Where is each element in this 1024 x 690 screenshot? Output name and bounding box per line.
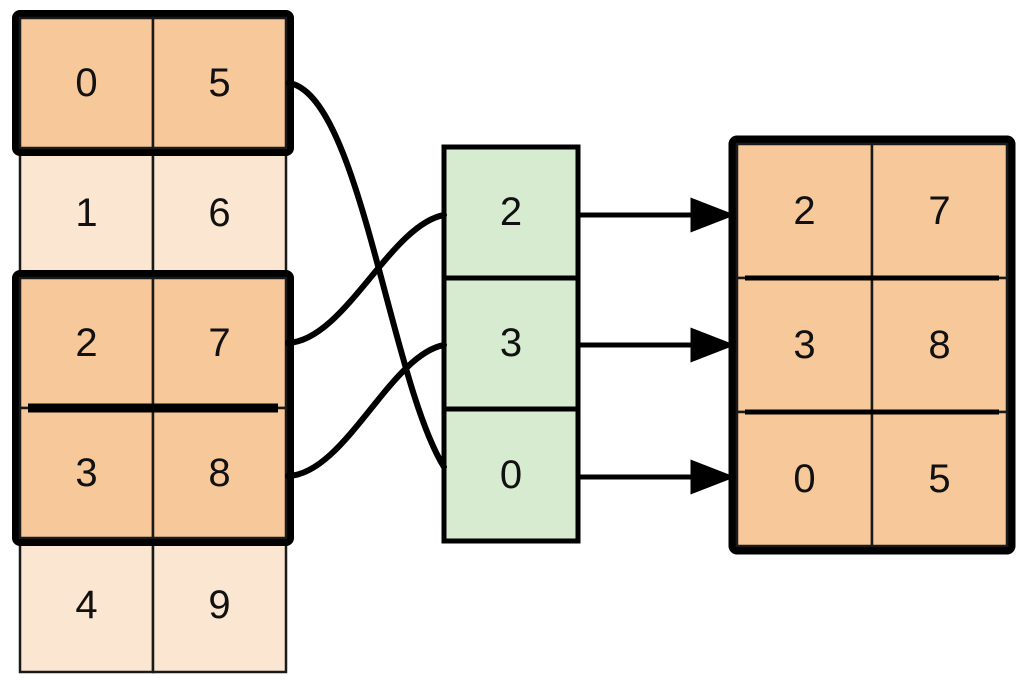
source-row-0[interactable] [12,10,294,156]
result-cell-0-1[interactable] [870,142,1009,280]
result-cell-1-1[interactable] [870,276,1009,414]
source-cell-3-1[interactable] [151,406,288,540]
result-table [728,135,1016,555]
result-cell-2-1[interactable] [870,410,1009,548]
source-row-2[interactable] [18,276,288,410]
result-row-1[interactable] [735,276,1009,414]
result-cell-0-0[interactable] [735,142,874,280]
source-row-4[interactable] [18,536,288,674]
connector-curves [285,80,447,479]
source-cell-2-0[interactable] [18,276,155,410]
source-cell-0-0[interactable] [18,16,155,150]
source-cell-4-0[interactable] [18,536,155,674]
source-rows-2-3-block [12,270,294,546]
result-row-0[interactable] [735,142,1009,280]
source-cell-4-1[interactable] [151,536,288,674]
source-row-1[interactable] [18,146,288,280]
index-cell-2[interactable] [441,406,581,544]
source-cell-2-1[interactable] [151,276,288,410]
source-cell-3-0[interactable] [18,406,155,540]
result-cell-1-0[interactable] [735,276,874,414]
index-cell-0[interactable] [441,144,581,281]
index-cell-1[interactable] [441,275,581,412]
result-cell-2-0[interactable] [735,410,874,548]
source-row-3[interactable] [18,406,288,540]
source-table [12,10,294,674]
result-row-2[interactable] [735,410,1009,548]
index-column [441,144,581,544]
result-arrows [580,197,736,495]
connector-row3-to-index3 [285,342,447,479]
connector-row0-to-index0 [286,80,447,470]
source-cell-1-1[interactable] [151,146,288,280]
source-cell-1-0[interactable] [18,146,155,280]
connector-row2-to-index2 [285,212,447,346]
source-cell-0-1[interactable] [151,16,288,150]
